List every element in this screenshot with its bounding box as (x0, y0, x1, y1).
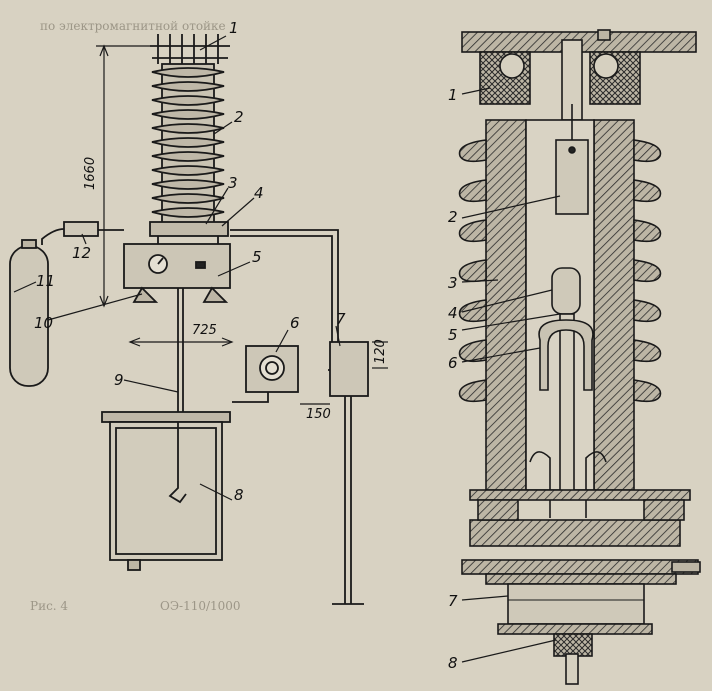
bg-fig-code: ОЭ-110/1000 (160, 599, 241, 613)
dimension-lines (96, 44, 388, 405)
right-label-7: 7 (448, 592, 458, 610)
terminal-box-7 (329, 341, 369, 397)
flange (149, 221, 229, 237)
left-figure (9, 34, 388, 605)
left-leaders (13, 35, 341, 501)
background-text: по электромагнитной отойке Рис. 4 ОЭ-110… (30, 19, 241, 613)
bg-fig-caption: Рис. 4 (30, 599, 68, 613)
left-label-3: 3 (228, 174, 238, 192)
bg-top-line: по электромагнитной отойке (40, 19, 226, 33)
mechanism-box (123, 243, 231, 289)
dim-gap-2: 120 (373, 339, 388, 364)
dimension-labels: 1660 725 150 120 (83, 157, 388, 422)
left-label-2: 2 (234, 108, 244, 126)
right-label-8: 8 (448, 654, 458, 672)
left-label-8: 8 (234, 486, 244, 504)
left-label-12: 12 (72, 244, 91, 262)
drive-cabinet (109, 421, 223, 561)
right-label-3: 3 (448, 274, 458, 292)
left-label-9: 9 (114, 371, 124, 389)
dim-width: 725 (192, 323, 217, 338)
porcelain-sheds (458, 139, 662, 403)
left-label-6: 6 (290, 314, 300, 332)
left-label-11: 11 (36, 272, 55, 290)
right-label-5: 5 (448, 326, 458, 344)
porcelain-wall-right (593, 119, 635, 491)
moving-contact (551, 267, 581, 315)
left-label-5: 5 (252, 248, 262, 266)
right-labels: 1 2 3 4 5 6 7 8 (448, 86, 458, 672)
right-label-1: 1 (448, 86, 458, 104)
right-label-2: 2 (448, 208, 458, 226)
valve-12 (63, 221, 99, 237)
right-label-4: 4 (448, 304, 458, 322)
bottom-housing (507, 583, 645, 625)
dim-height: 1660 (83, 157, 98, 190)
terminal-crown (150, 34, 230, 64)
right-figure (458, 29, 701, 685)
insulator-column (151, 63, 225, 225)
right-label-6: 6 (448, 354, 458, 372)
left-label-7: 7 (336, 310, 346, 328)
right-leaders (461, 87, 561, 663)
left-label-4: 4 (254, 184, 264, 202)
dim-gap-1: 150 (306, 407, 331, 422)
left-label-10: 10 (34, 314, 53, 332)
left-labels: 1 2 3 4 5 6 7 8 9 10 11 12 (34, 19, 346, 504)
left-label-1: 1 (229, 19, 239, 37)
bottom-seal (553, 633, 593, 657)
